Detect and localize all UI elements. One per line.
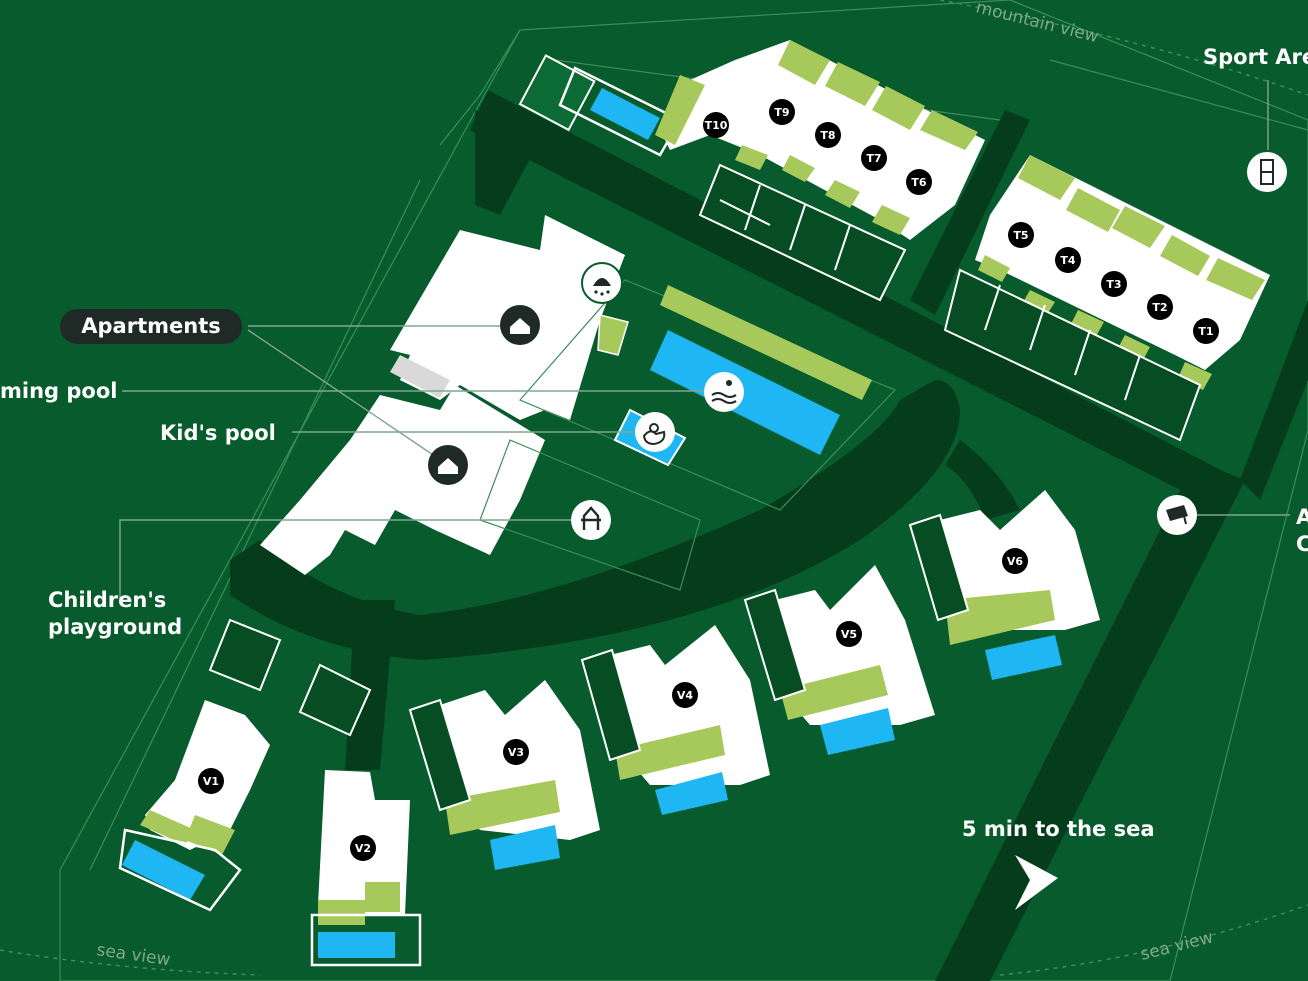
villa-markers: V1 V2 V3 V4 V5 V6 [198,548,1028,861]
marker-label: T7 [866,152,881,165]
swimming-pool-label: ming pool [0,379,117,403]
sport-area-plot [1049,59,1308,131]
apartments-pill [60,309,242,344]
sea-distance-label: 5 min to the sea [962,817,1155,841]
marker-label: T1 [1198,325,1213,338]
mountain-view-arc [939,0,1308,96]
marker-label: T4 [1060,254,1076,267]
apartment-icon[interactable] [500,305,540,345]
right-edge-label-c: C [1296,532,1308,556]
villa-v6 [908,490,1100,680]
swimming-pool-icon[interactable] [704,372,744,412]
camera-icon[interactable] [1157,495,1197,535]
sea-view-arc-left [0,949,261,976]
marker-label: V3 [508,746,524,759]
arrow-icon [1015,855,1058,910]
shower-icon[interactable] [581,262,623,304]
marker-label: T3 [1106,278,1121,291]
sport-area-label: Sport Are [1203,45,1308,69]
site-boundary [59,0,1308,981]
marker-label: V1 [203,775,219,788]
leader-lines [119,80,1290,600]
kids-pool-label: Kid's pool [160,421,276,445]
main-swimming-pool [650,330,840,455]
childrens-playground-label-line2: playground [48,615,182,639]
marker-label: V5 [841,628,857,641]
sport-area-icon[interactable] [1247,152,1287,192]
marker-label: T10 [705,119,728,132]
townhouse-markers: T10 T9 T8 T7 T6 T5 T4 T3 T2 T1 [703,99,1219,344]
apartments-label: Apartments [81,314,220,338]
marker-label: T6 [911,176,927,189]
kids-pool-duck-icon[interactable] [635,412,675,452]
villa-v1 [118,618,282,912]
sea-view-arc-right [999,904,1308,976]
right-edge-label-a: A [1296,505,1308,529]
marker-label: T9 [774,106,789,119]
playground-icon[interactable] [571,500,611,540]
townhouse-row-2 [943,155,1270,442]
marker-label: V2 [355,842,371,855]
apartment-icon[interactable] [428,445,468,485]
childrens-playground-label-line1: Children's [48,588,166,612]
roads [230,90,1308,981]
marker-label: T2 [1152,301,1167,314]
marker-label: V4 [677,689,694,702]
marker-label: T5 [1013,229,1028,242]
villa-v2 [298,663,422,967]
marker-label: T8 [820,129,835,142]
marker-label: V6 [1007,555,1024,568]
